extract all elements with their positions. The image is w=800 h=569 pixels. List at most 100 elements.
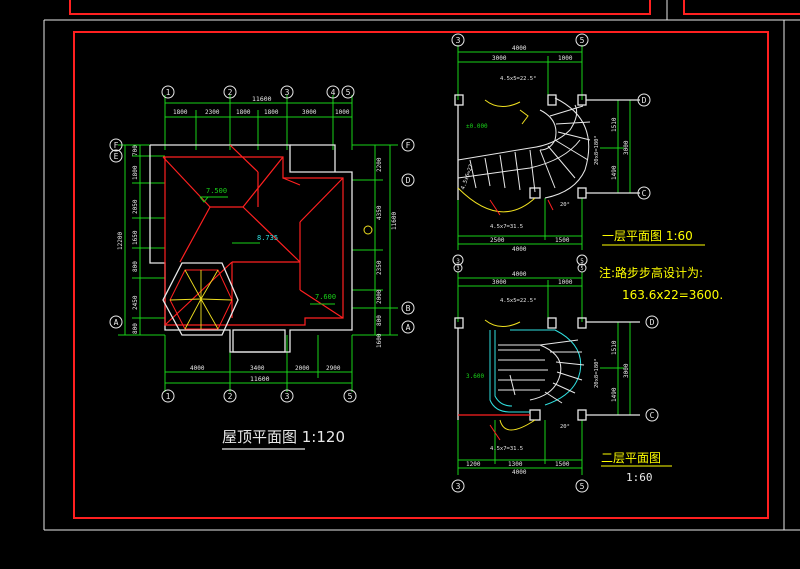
roof-dims-right: 2200 4350 2350 2000 800 1600 11600 — [376, 157, 398, 348]
sf-dim-top-2: 1000 — [558, 279, 573, 286]
roof-dim-bottom-1: 4000 — [190, 365, 205, 372]
ff-axis-top-5: 5 — [580, 36, 585, 45]
roof-dim-right-3: 2350 — [376, 260, 383, 275]
top-right-frame-fragment — [683, 0, 800, 15]
roof-dim-lines — [118, 95, 398, 392]
roof-axis-top-1: 1 — [166, 88, 171, 97]
sf-dim-top-total: 4000 — [512, 271, 527, 278]
ff-dim-right-total: 3000 — [623, 140, 630, 155]
roof-axis-top-4: 4 — [331, 88, 336, 97]
roof-axis-right-B: B — [406, 304, 411, 313]
roof-dim-top-4: 1800 — [264, 109, 279, 116]
sf-axis-bottom-5: 5 — [580, 482, 585, 491]
roof-dim-bottom-3: 2000 — [295, 365, 310, 372]
roof-axis-right-F: F — [406, 141, 411, 150]
roof-dim-top-1: 1800 — [173, 109, 188, 116]
roof-axis-labels: 1 2 3 4 5 1 2 3 5 F E A F D B A — [114, 88, 411, 401]
roof-elev-2: 8.735 — [257, 234, 278, 242]
sheet-frames — [43, 0, 800, 531]
sf-stair-note-radius: 20x8=180° — [594, 358, 600, 388]
roof-axis-bottom-1: 1 — [166, 392, 171, 401]
roof-dim-right-1: 2200 — [376, 157, 383, 172]
roof-dim-left-4: 1650 — [132, 230, 139, 245]
roof-dim-left-5: 800 — [132, 261, 139, 272]
ff-angle-label: 20° — [560, 202, 570, 208]
ff-elev: ±0.000 — [466, 123, 488, 130]
roof-dim-left-total: 12200 — [117, 232, 124, 250]
second-floor-stair-plan: 4000 3000 1000 4.5x5=22.5° 1200 1300 150… — [451, 263, 672, 493]
sf-dim-bottom-3: 1500 — [555, 461, 570, 468]
note-line-1: 注:路步步高设计为: — [599, 265, 703, 280]
sf-axis-top-3: 3 — [456, 266, 459, 272]
sf-dim-bottom-2: 1300 — [508, 461, 523, 468]
sf-stair-note-top: 4.5x5=22.5° — [500, 298, 536, 304]
roof-axis-bottom-2: 2 — [228, 392, 233, 401]
roof-dim-top-6: 1000 — [335, 109, 350, 116]
roof-axis-right-A: A — [406, 323, 411, 332]
ff-axis-right-C: C — [642, 189, 647, 198]
top-left-frame-fragment — [69, 0, 651, 15]
sf-dim-bottom-total: 4000 — [512, 469, 527, 476]
roof-ridges — [162, 144, 344, 326]
roof-plan-title: 屋顶平面图 1:120 — [222, 428, 345, 446]
ff-dim-top-2: 1000 — [558, 55, 573, 62]
roof-dim-left-7: 800 — [132, 323, 139, 334]
roof-drain-symbol — [363, 225, 373, 235]
ff-axis-bottom-3: 3 — [456, 258, 460, 265]
sf-stair-note-bottom: 4.5x7=31.5 — [490, 446, 523, 452]
sf-dim-top-1: 3000 — [492, 279, 507, 286]
sf-elev: 3.600 — [466, 373, 484, 380]
ff-axis-top-3: 3 — [456, 36, 461, 45]
roof-axis-right-D: D — [406, 176, 411, 185]
sf-dim-right-total: 3000 — [623, 363, 630, 378]
sf-axis-top-5: 5 — [580, 266, 583, 272]
ff-stair-note-radius: 20x8=180° — [594, 135, 600, 165]
roof-axis-left-F: F — [114, 141, 119, 150]
roof-dim-right-4: 2000 — [376, 289, 383, 304]
inner-drawing-frame — [73, 31, 769, 519]
sf-dim-right-2: 1490 — [611, 387, 618, 402]
roof-dim-bottom-total: 11600 — [250, 375, 270, 383]
roof-axis-top-3: 3 — [285, 88, 290, 97]
roof-dim-left-3: 2050 — [132, 199, 139, 214]
note-line-2: 163.6x22=3600. — [622, 288, 723, 302]
roof-axis-left-A: A — [114, 318, 119, 327]
ff-axis-bottom-5: 5 — [580, 258, 584, 265]
second-floor-scale: 1:60 — [626, 471, 653, 484]
roof-axis-bottom-4: 5 — [348, 392, 353, 401]
sf-angle-label: 20° — [560, 424, 570, 430]
sf-axis-right-D: D — [650, 318, 655, 327]
roof-axis-bubbles — [109, 85, 415, 403]
ff-dim-top-total: 4000 — [512, 45, 527, 52]
roof-dims-left: 12200 700 1800 2050 1650 800 2450 800 — [117, 145, 139, 334]
roof-dim-left-2: 1800 — [132, 165, 139, 180]
ff-dim-bottom-1: 2500 — [490, 237, 505, 244]
ff-dim-bottom-total: 4000 — [512, 246, 527, 253]
sf-dim-bottom-1: 1200 — [466, 461, 481, 468]
roof-dim-top-5: 3000 — [302, 109, 317, 116]
ff-dim-right-1: 1510 — [611, 117, 618, 132]
roof-dim-right-2: 4350 — [376, 205, 383, 220]
sf-axis-bottom-3: 3 — [456, 482, 461, 491]
roof-axis-top-2: 2 — [228, 88, 233, 97]
roof-octagon-tower — [162, 262, 239, 336]
roof-dim-right-total: 11600 — [391, 212, 398, 230]
roof-elev-3: 7.600 — [315, 293, 336, 301]
first-floor-stair-plan: 4000 3000 1000 2500 1500 4000 4.5x5=22.5… — [451, 33, 705, 266]
sf-axis-right-C: C — [650, 411, 655, 420]
ff-stair-note-top: 4.5x5=22.5° — [500, 76, 536, 82]
roof-dims-top: 1800 2300 1800 1800 3000 1000 — [173, 109, 350, 116]
ff-dim-top-1: 3000 — [492, 55, 507, 62]
roof-plan: 7.500 8.735 7.600 11600 1800 2300 1800 1… — [109, 85, 415, 450]
roof-dim-right-5: 800 — [376, 315, 383, 326]
roof-axis-left-E: E — [114, 152, 119, 161]
second-floor-title: 二层平面图 — [601, 451, 661, 465]
roof-dims-bottom: 4000 3400 2000 2900 — [190, 365, 341, 372]
roof-axis-top-5: 5 — [346, 88, 351, 97]
sf-dim-right-1: 1510 — [611, 340, 618, 355]
roof-axis-bottom-3: 3 — [285, 392, 290, 401]
roof-dim-bottom-2: 3400 — [250, 365, 265, 372]
ff-stair-note-bottom: 4.5x7=31.5 — [490, 224, 523, 230]
roof-dim-top-3: 1800 — [236, 109, 251, 116]
